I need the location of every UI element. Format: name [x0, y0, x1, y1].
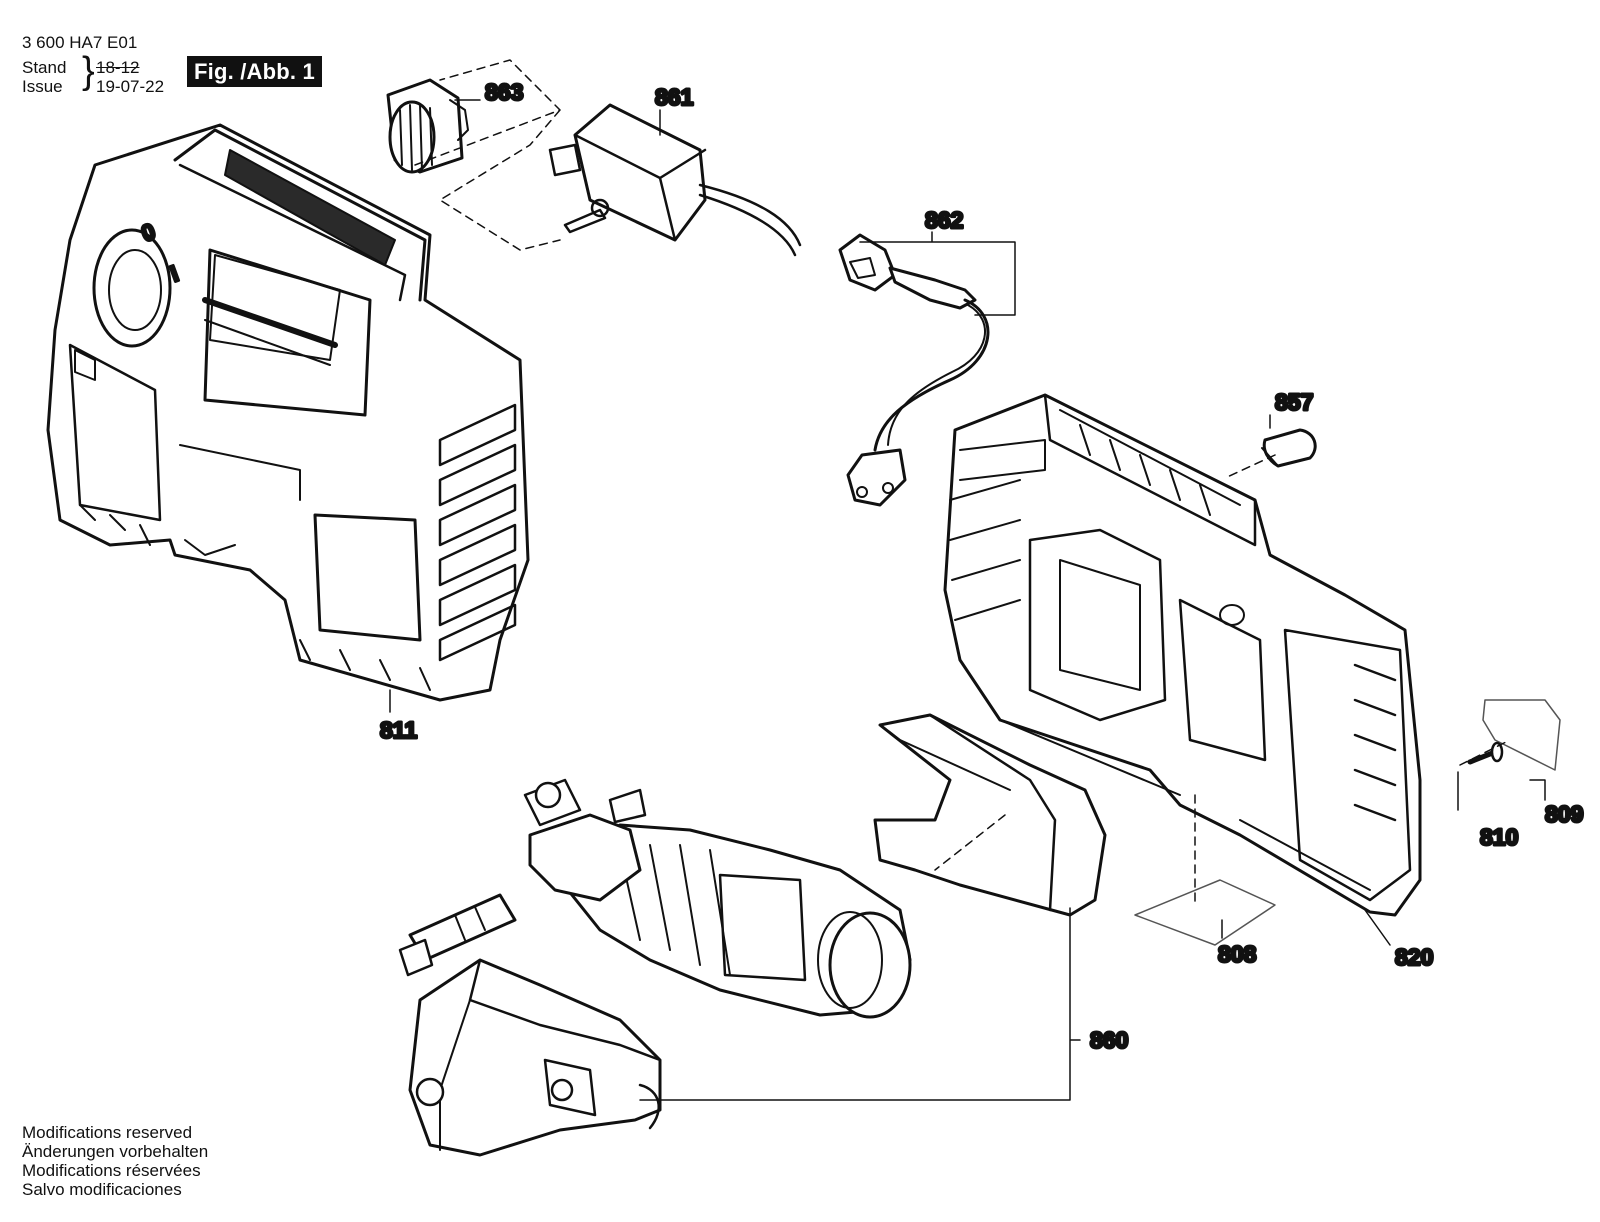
screw-810	[1467, 741, 1504, 765]
note-line: Modifications reserved	[22, 1123, 193, 1142]
rear-housing-820	[943, 393, 1422, 917]
part-label-862: 862	[925, 207, 963, 233]
part-label-861: 861	[655, 84, 694, 110]
issue-label: Issue	[22, 77, 63, 96]
switch-knob-863	[386, 78, 469, 174]
part-label-811: 811	[380, 717, 417, 743]
switch-module-861	[548, 103, 802, 257]
cap-857	[1261, 428, 1317, 468]
power-cable-862	[838, 233, 990, 507]
label-808	[1134, 879, 1276, 946]
note-line: Änderungen vorbehalten	[22, 1142, 209, 1161]
leader-lines	[389, 59, 1546, 1101]
issue-date: 19-07-22	[96, 77, 165, 96]
part-label-863: 863	[485, 79, 523, 105]
part-label-809: 809	[1545, 801, 1583, 827]
front-housing-811	[46, 123, 530, 702]
label-plate-809	[1482, 699, 1561, 771]
note-line: Salvo modificaciones	[22, 1180, 182, 1199]
stand-date: 18-12	[96, 58, 140, 77]
brace-icon: }	[82, 50, 95, 92]
part-label-808: 808	[1218, 941, 1257, 967]
document-number: 3 600 HA7 E01	[22, 33, 138, 52]
note-line: Modifications réservées	[22, 1161, 201, 1180]
motor-pump-unit-860	[398, 713, 1107, 1157]
modification-notes: Modifications reserved Änderungen vorbeh…	[22, 1123, 208, 1199]
figure-badge: Fig. /Abb. 1	[187, 56, 322, 87]
part-label-860: 860	[1090, 1027, 1128, 1053]
part-label-810: 810	[1480, 824, 1518, 850]
part-label-857: 857	[1275, 389, 1313, 415]
part-label-820: 820	[1395, 944, 1433, 970]
stand-label: Stand	[22, 58, 67, 77]
